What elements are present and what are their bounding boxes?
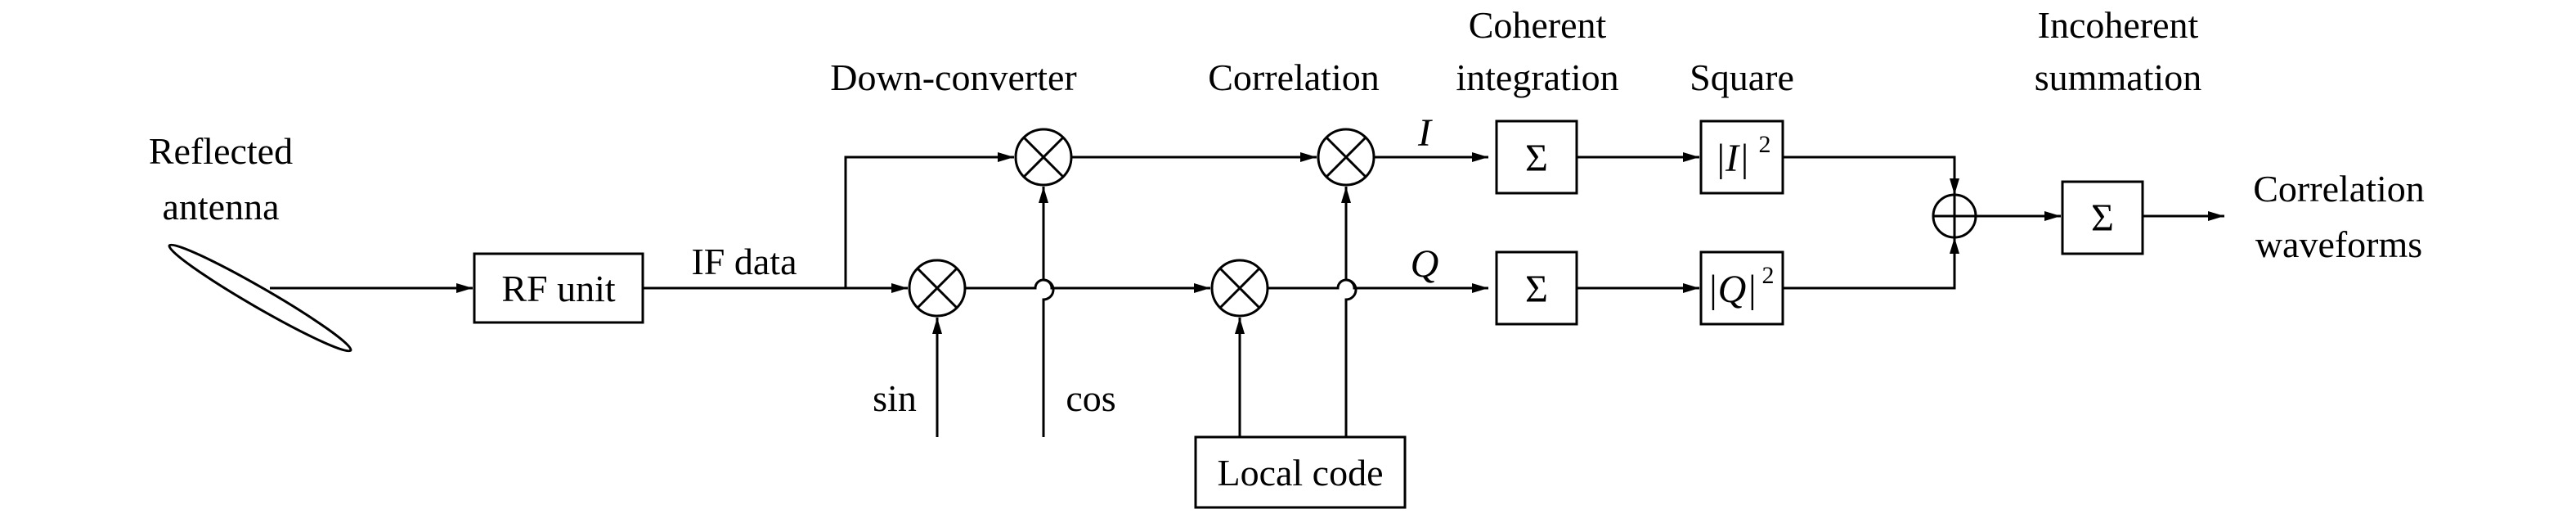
- if-upper-branch-wire: [844, 152, 1014, 288]
- square-i-exponent: 2: [1759, 131, 1771, 158]
- coherent-sum-i-symbol: Σ: [1525, 137, 1548, 180]
- cos-mixer: [1014, 128, 1073, 187]
- rf-unit-label: RF unit: [501, 268, 616, 309]
- q-correlator: [1210, 259, 1269, 318]
- adder: [1932, 193, 1977, 239]
- q-path-wire-2: [1268, 278, 1488, 293]
- q-signal-label: Q: [1411, 242, 1439, 286]
- local-code-block: [1194, 435, 1407, 509]
- cos-label: cos: [1066, 377, 1115, 419]
- coherent-integration-label-line2: integration: [1456, 56, 1618, 98]
- reflected-antenna: [168, 243, 352, 353]
- incoherent-sum-block: [2061, 180, 2144, 255]
- local-code-to-i-wire: [1341, 187, 1358, 437]
- reflected-antenna-label-line1: Reflected: [149, 130, 293, 172]
- square-i-base: |I|: [1715, 137, 1749, 180]
- cos-input-wire: [1039, 187, 1055, 437]
- coherent-sum-q-symbol: Σ: [1525, 268, 1548, 311]
- square-q-block: [1699, 250, 1784, 326]
- down-converter-label: Down-converter: [830, 56, 1076, 98]
- square-q-exponent: 2: [1762, 262, 1775, 289]
- incoherent-summation-label-line1: Incoherent: [2038, 4, 2199, 46]
- i-signal-label: I: [1417, 111, 1433, 155]
- local-code-label: Local code: [1217, 452, 1383, 494]
- sin-mixer: [908, 259, 967, 318]
- coherent-sum-q-block: [1495, 250, 1578, 326]
- reflected-antenna-label-line2: antenna: [162, 186, 279, 228]
- q-squared-to-adder-wire: [1783, 237, 1959, 290]
- incoherent-sum-symbol: Σ: [2091, 196, 2114, 240]
- correlation-waveforms-label-line2: waveforms: [2255, 223, 2422, 265]
- if-data-label: IF data: [691, 241, 797, 282]
- incoherent-summation-label-line2: summation: [2035, 56, 2201, 98]
- i-squared-to-adder-wire: [1783, 156, 1959, 195]
- sin-label: sin: [873, 377, 917, 419]
- correlation-waveforms-label-line1: Correlation: [2253, 168, 2425, 210]
- antenna-icon: [168, 243, 352, 353]
- square-label: Square: [1690, 56, 1794, 98]
- q-path-wire-1: [965, 278, 1210, 293]
- coherent-integration-label-line1: Coherent: [1469, 4, 1607, 46]
- square-i-block: [1699, 119, 1784, 195]
- correlation-label: Correlation: [1208, 56, 1380, 98]
- i-correlator: [1317, 128, 1376, 187]
- square-q-base: |Q|: [1707, 268, 1757, 311]
- coherent-sum-i-block: [1495, 119, 1578, 195]
